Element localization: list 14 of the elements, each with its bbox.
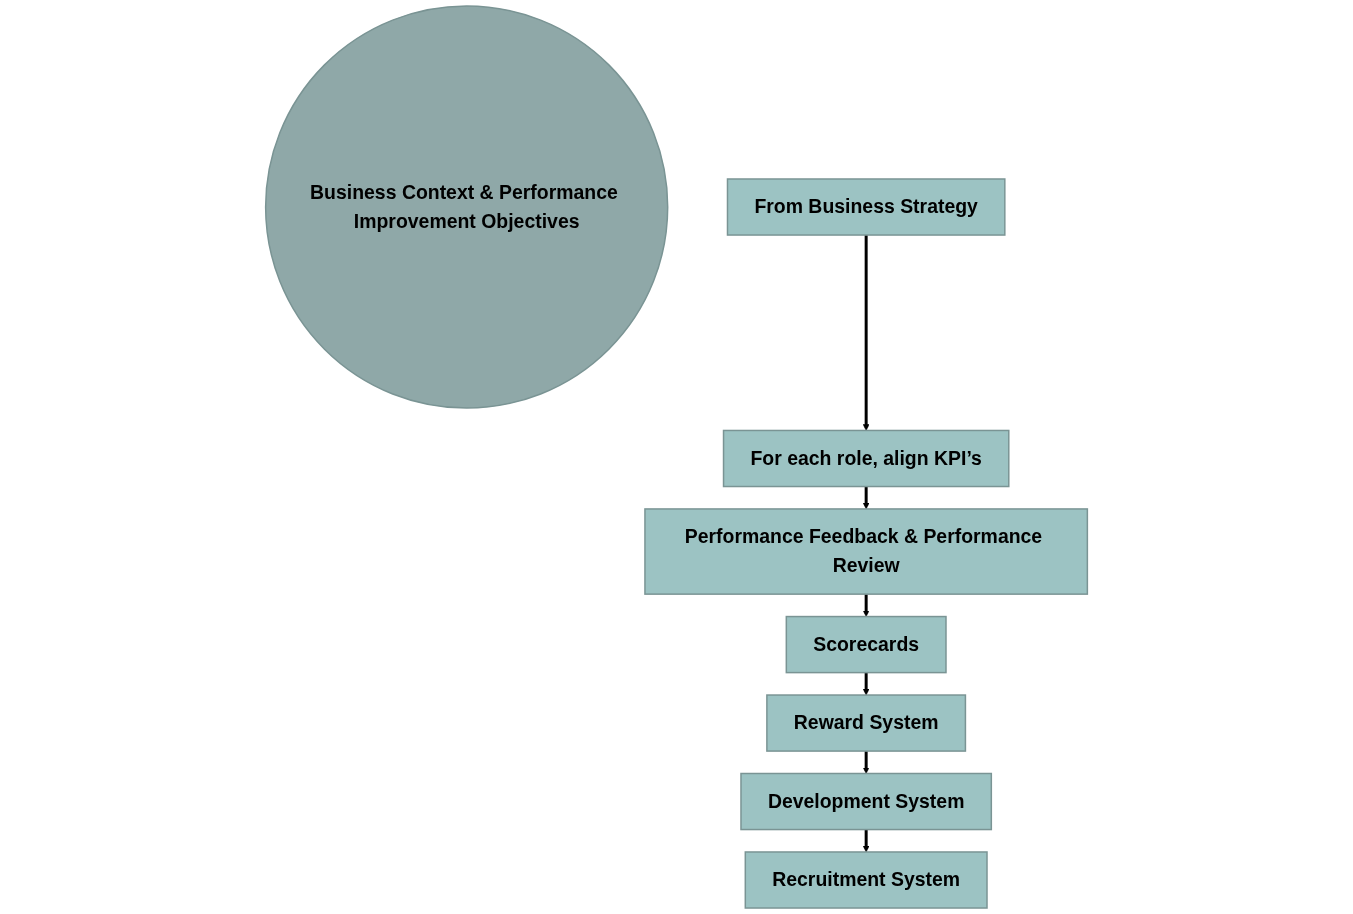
arrow <box>862 486 870 510</box>
node-box: Recruitment System <box>744 851 988 909</box>
node-box: Reward System <box>766 694 967 752</box>
arrow <box>862 235 870 431</box>
node-box: Scorecards <box>785 615 947 674</box>
node-box: From Business Strategy <box>726 178 1006 236</box>
node-box: Development System <box>740 772 993 831</box>
arrow <box>862 751 870 774</box>
arrow <box>862 829 870 853</box>
arrow <box>862 594 870 617</box>
node-box: Performance Feedback & Performance Review <box>644 508 1089 595</box>
node-circle: Business Context & Performance Improvement Objectives <box>264 5 669 409</box>
arrow <box>862 672 870 696</box>
node-box: For each role, align KPI’s <box>722 429 1010 488</box>
